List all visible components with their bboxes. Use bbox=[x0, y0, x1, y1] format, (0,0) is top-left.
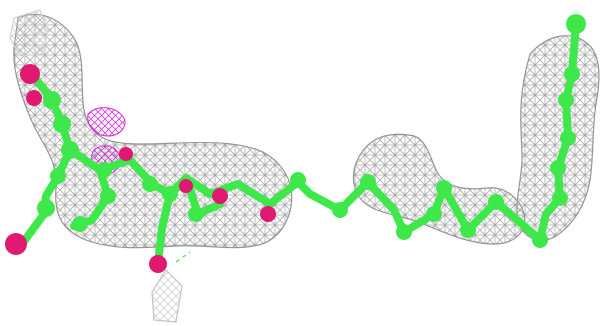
carbon-atom-17 bbox=[436, 180, 452, 196]
carbon-atom-22 bbox=[550, 160, 566, 176]
thin-guide-lines bbox=[175, 209, 222, 263]
mesh-right-blob bbox=[516, 35, 600, 241]
carbon-atom-16 bbox=[426, 206, 442, 222]
guide-line-1 bbox=[175, 251, 191, 263]
carbon-atom-23 bbox=[560, 130, 576, 146]
carbon-atom-8 bbox=[100, 188, 116, 204]
bond-chain-core bbox=[96, 156, 274, 208]
carbon-atom-10 bbox=[162, 186, 178, 202]
carbon-atom-24 bbox=[558, 92, 574, 108]
oxygen-atom-core-b bbox=[212, 188, 228, 204]
carbon-atom-12 bbox=[290, 172, 306, 188]
carbon-atoms bbox=[37, 14, 586, 248]
carbon-atom-20 bbox=[532, 232, 548, 248]
carbon-atom-5 bbox=[37, 199, 55, 217]
oxygen-atom-core-a bbox=[119, 147, 133, 161]
carbon-atom-14 bbox=[360, 174, 376, 190]
oxygen-atom-core-mid bbox=[179, 179, 193, 193]
carbon-atom-3 bbox=[61, 141, 79, 159]
oxygen-atom-core-drop bbox=[149, 255, 167, 273]
carbon-atom-13 bbox=[332, 202, 348, 218]
oxygen-atom-top bbox=[20, 64, 40, 84]
carbon-atom-26 bbox=[566, 14, 586, 34]
magenta-mesh-upper bbox=[87, 107, 126, 137]
carbon-atom-9 bbox=[142, 176, 158, 192]
bond-core-drop bbox=[154, 190, 174, 266]
carbon-atom-11 bbox=[188, 206, 204, 222]
oxygen-atom-upper-left bbox=[26, 90, 42, 106]
mesh-left-blob bbox=[13, 13, 293, 249]
carbon-atom-6 bbox=[72, 216, 88, 232]
mesh-top-left-pale bbox=[9, 9, 49, 57]
carbon-atom-2 bbox=[53, 115, 71, 133]
carbon-atom-15 bbox=[396, 224, 412, 240]
carbon-atom-21 bbox=[552, 190, 568, 206]
carbon-atom-1 bbox=[43, 91, 61, 109]
carbon-atom-7 bbox=[96, 162, 112, 178]
carbon-atom-18 bbox=[460, 222, 476, 238]
oxygen-atoms bbox=[5, 64, 276, 273]
carbon-atom-4 bbox=[50, 168, 66, 184]
carbon-atom-25 bbox=[564, 66, 580, 82]
oxygen-atom-left-bottom bbox=[5, 233, 27, 255]
carbon-atom-19 bbox=[488, 194, 504, 210]
mesh-lower-fragment bbox=[151, 269, 183, 323]
oxygen-atom-core-c bbox=[260, 206, 276, 222]
